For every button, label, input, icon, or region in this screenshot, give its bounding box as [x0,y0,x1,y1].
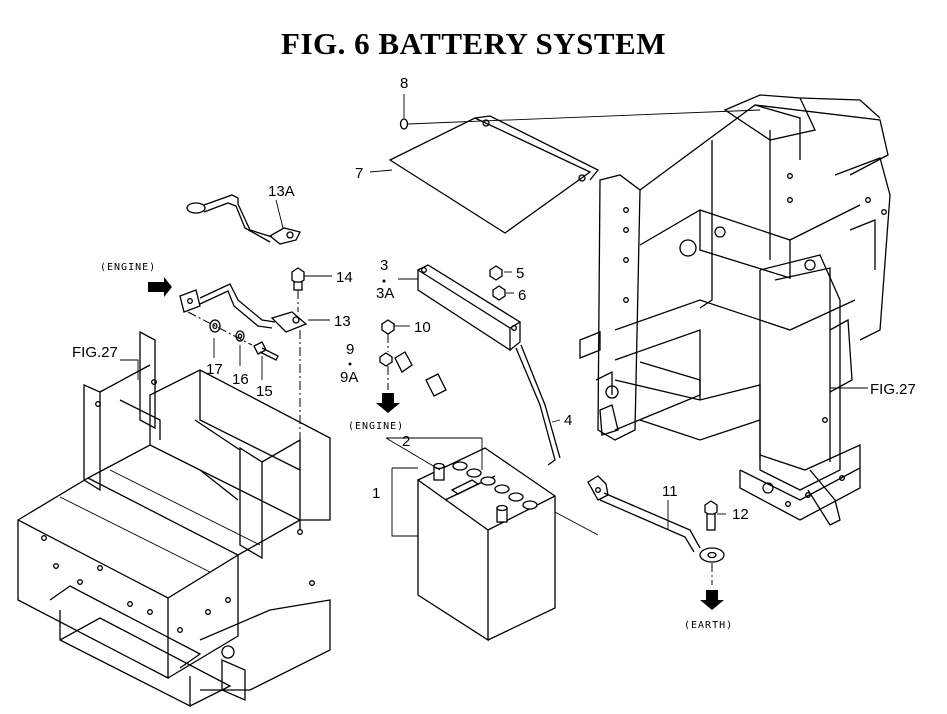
label-8: 8 [400,75,408,92]
cable-13a [186,194,301,245]
label-1: 1 [372,485,380,502]
leader-lines [120,94,868,537]
cable-11 [587,475,725,610]
battery-caps [452,461,538,510]
label-4: 4 [564,412,572,429]
battery-clamp [416,264,561,466]
label-15: 15 [256,383,273,400]
label-9: 9 [346,341,354,358]
label-fig27-left: FIG.27 [72,344,118,361]
left-frame [16,330,331,708]
label-3: 3 [380,257,388,274]
label-5: 5 [516,265,524,282]
label-9a: 9A [340,369,358,386]
label-13a: 13A [268,183,295,200]
tag-earth: (EARTH) [684,620,733,631]
bolt-12 [704,500,718,531]
part-labels: 8 7 13A 14 13 3 3A 5 6 10 9 9A 4 2 1 11 … [72,75,916,523]
label-2: 2 [402,433,410,450]
label-14: 14 [336,269,353,286]
connection-tags: (ENGINE) (ENGINE) (EARTH) [100,262,733,631]
right-frame [579,94,891,526]
label-11: 11 [662,483,678,500]
diagram-title: FIG. 6 BATTERY SYSTEM [281,26,666,61]
tag-engine-mid: (ENGINE) [348,421,404,432]
battery-cover [388,109,761,234]
label-16: 16 [232,371,249,388]
label-3a: 3A [376,285,394,302]
cable-13 [148,277,308,520]
bolt-14 [291,267,305,291]
label-10: 10 [414,319,431,336]
label-6: 6 [518,287,526,304]
terminal-bolt [376,319,447,413]
label-17: 17 [206,361,223,378]
label-12: 12 [732,506,749,523]
washers-bolt [187,311,279,361]
battery [416,447,599,642]
label-13: 13 [334,313,351,330]
nuts [489,265,506,301]
label-fig27-right: FIG.27 [870,381,916,398]
tag-engine-top: (ENGINE) [100,262,156,273]
label-7: 7 [355,165,363,182]
